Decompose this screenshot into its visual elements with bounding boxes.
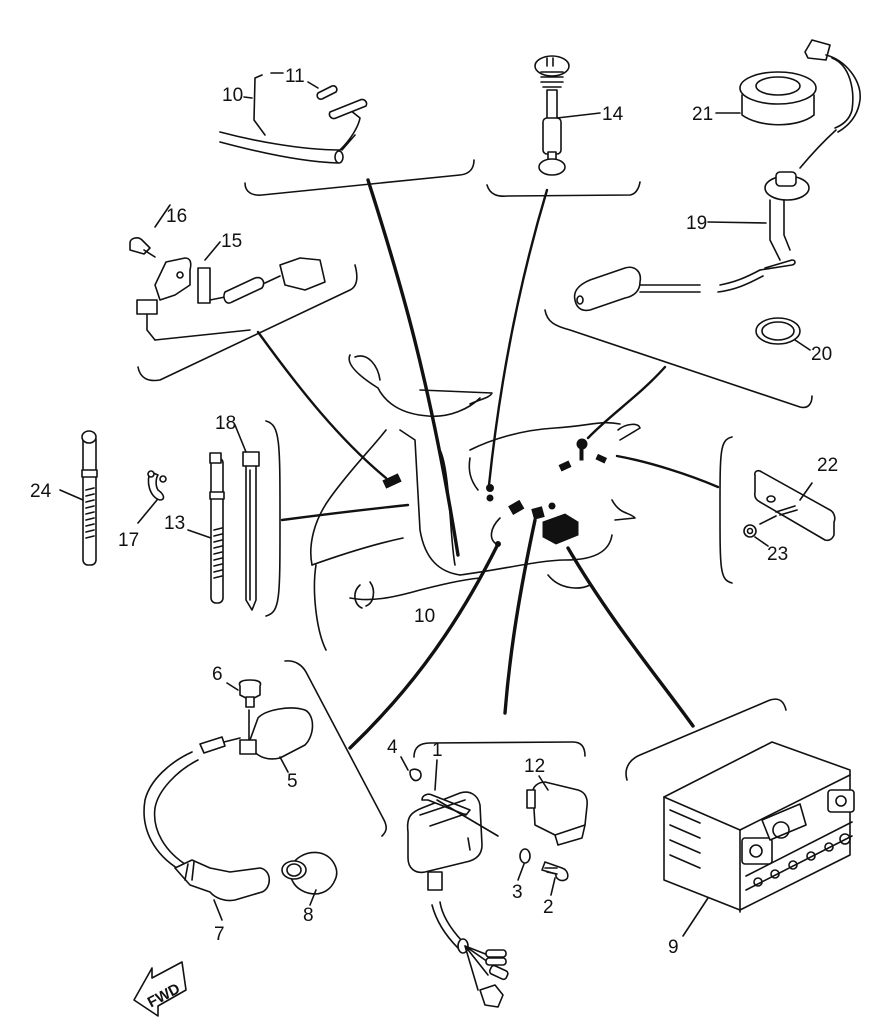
callout-21: 21 [692, 104, 713, 125]
scooter-outline [310, 354, 641, 651]
callout-10-scooter: 10 [414, 606, 435, 627]
callout-2: 2 [543, 897, 554, 918]
callout-20: 20 [811, 344, 832, 365]
callout-18: 18 [215, 413, 236, 434]
callout-3: 3 [512, 882, 523, 903]
callout-15: 15 [221, 231, 242, 252]
group-brackets [137, 159, 813, 837]
callout-24: 24 [30, 481, 52, 502]
callout-14: 14 [602, 104, 624, 125]
callout-4: 4 [387, 737, 398, 758]
fuel-sender-group [573, 39, 861, 351]
ignition-coil-group [143, 679, 338, 921]
cdi-relay-group [400, 756, 588, 1008]
callout-labels: 1 2 3 4 5 6 7 8 9 10 10 11 12 13 14 15 1… [30, 66, 838, 958]
callout-5: 5 [287, 771, 298, 792]
callout-1: 1 [432, 740, 443, 761]
callout-17: 17 [118, 530, 139, 551]
callout-7: 7 [214, 924, 225, 945]
callout-12: 12 [524, 756, 545, 777]
callout-8: 8 [303, 905, 314, 926]
battery-group [663, 741, 855, 937]
callout-9: 9 [668, 937, 679, 958]
callout-23: 23 [767, 544, 788, 565]
callout-6: 6 [212, 664, 223, 685]
callout-19: 19 [686, 213, 707, 234]
cable-ties-group [59, 424, 260, 611]
callout-22: 22 [817, 455, 838, 476]
adjuster-screw-group [534, 55, 601, 176]
wire-harness-group [219, 72, 368, 164]
callout-10-harness: 10 [222, 85, 243, 106]
callout-13: 13 [164, 513, 185, 534]
callout-11: 11 [285, 66, 305, 87]
callout-16: 16 [166, 206, 187, 227]
leader-lines [256, 178, 720, 750]
forward-arrow-icon: FWD [133, 961, 187, 1017]
switch-group [129, 204, 326, 341]
reflector-group [743, 469, 836, 547]
